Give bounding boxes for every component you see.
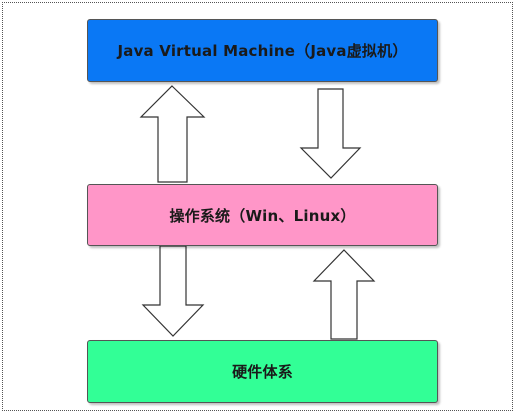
os-label: 操作系统（Win、Linux） [169,206,356,225]
diagram-frame [2,2,513,411]
arrow-os-to-hardware [141,245,205,337]
os-box: 操作系统（Win、Linux） [87,184,438,246]
arrow-hardware-to-os [312,249,376,340]
jvm-label: Java Virtual Machine（Java虚拟机） [117,42,408,60]
jvm-box: Java Virtual Machine（Java虚拟机） [87,19,438,82]
hardware-label: 硬件体系 [232,363,293,381]
hardware-box: 硬件体系 [87,340,438,403]
arrow-jvm-to-os [299,88,362,179]
arrow-os-to-jvm [139,85,206,183]
